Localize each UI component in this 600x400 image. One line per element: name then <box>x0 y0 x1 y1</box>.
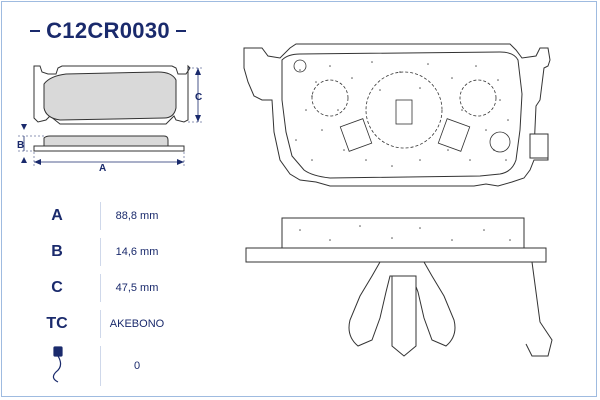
friction-material <box>43 71 177 121</box>
left-shim-tab <box>339 118 373 152</box>
dim-b-arrow-top <box>21 124 27 130</box>
spec-row-c: C 47,5 mm <box>28 270 188 306</box>
large-backing-plate <box>243 43 551 187</box>
right-piston-circle <box>459 79 497 117</box>
spec-value: 14,6 mm <box>115 246 159 258</box>
dim-a-arrow-left <box>34 159 41 165</box>
center-slot <box>395 99 413 125</box>
spec-separator <box>100 202 101 230</box>
sensor-value: 0 <box>133 360 141 372</box>
wear-indicator-spring <box>525 261 553 357</box>
locator-pin <box>293 59 307 73</box>
right-shim-tab <box>437 118 471 152</box>
title-dash-right <box>175 30 186 32</box>
dim-a-arrow-right <box>177 159 184 165</box>
title-dash-left <box>30 30 41 32</box>
dim-b-label: B <box>17 140 24 151</box>
clip-center-tab <box>391 275 417 357</box>
spec-separator <box>100 274 101 302</box>
side-friction-block <box>281 217 525 249</box>
dim-c-arrow-top <box>195 68 201 75</box>
spec-row-sensor: 0 <box>28 342 188 390</box>
spec-key: B <box>51 243 63 260</box>
spec-key: A <box>51 207 63 224</box>
wear-sensor-icon <box>52 346 63 383</box>
side-view-plate <box>33 145 185 152</box>
spec-row-a: A 88,8 mm <box>28 198 188 234</box>
large-friction-material <box>281 51 523 179</box>
dim-c-label: C <box>195 92 202 103</box>
spec-row-tc: TC AKEBONO <box>28 306 188 342</box>
spec-separator <box>100 346 101 386</box>
dim-a-label: A <box>99 163 106 174</box>
side-sensor-tab <box>529 133 549 159</box>
side-backing-plate <box>245 247 547 263</box>
spec-value: 47,5 mm <box>115 282 159 294</box>
dim-b-arrow-bottom <box>21 157 27 163</box>
left-piston-circle <box>311 79 349 117</box>
mount-hole <box>489 131 511 153</box>
side-view-friction <box>43 135 169 147</box>
side-speckles <box>299 225 511 241</box>
part-number-heading: C12CR0030 <box>22 16 194 46</box>
part-number: C12CR0030 <box>46 18 170 43</box>
spec-row-b: B 14,6 mm <box>28 234 188 270</box>
dim-c-arrow-bottom <box>195 115 201 122</box>
spec-key: C <box>51 279 63 296</box>
spec-value: 88,8 mm <box>115 210 159 222</box>
spec-separator <box>100 238 101 266</box>
spec-table: A 88,8 mm B 14,6 mm C 47,5 mm TC AKEBONO… <box>28 198 188 390</box>
pad-hardware-circles <box>311 71 497 149</box>
center-piston-circle <box>365 71 443 149</box>
spec-separator <box>100 310 101 338</box>
spec-value: AKEBONO <box>109 318 165 330</box>
spec-key: TC <box>46 315 68 332</box>
